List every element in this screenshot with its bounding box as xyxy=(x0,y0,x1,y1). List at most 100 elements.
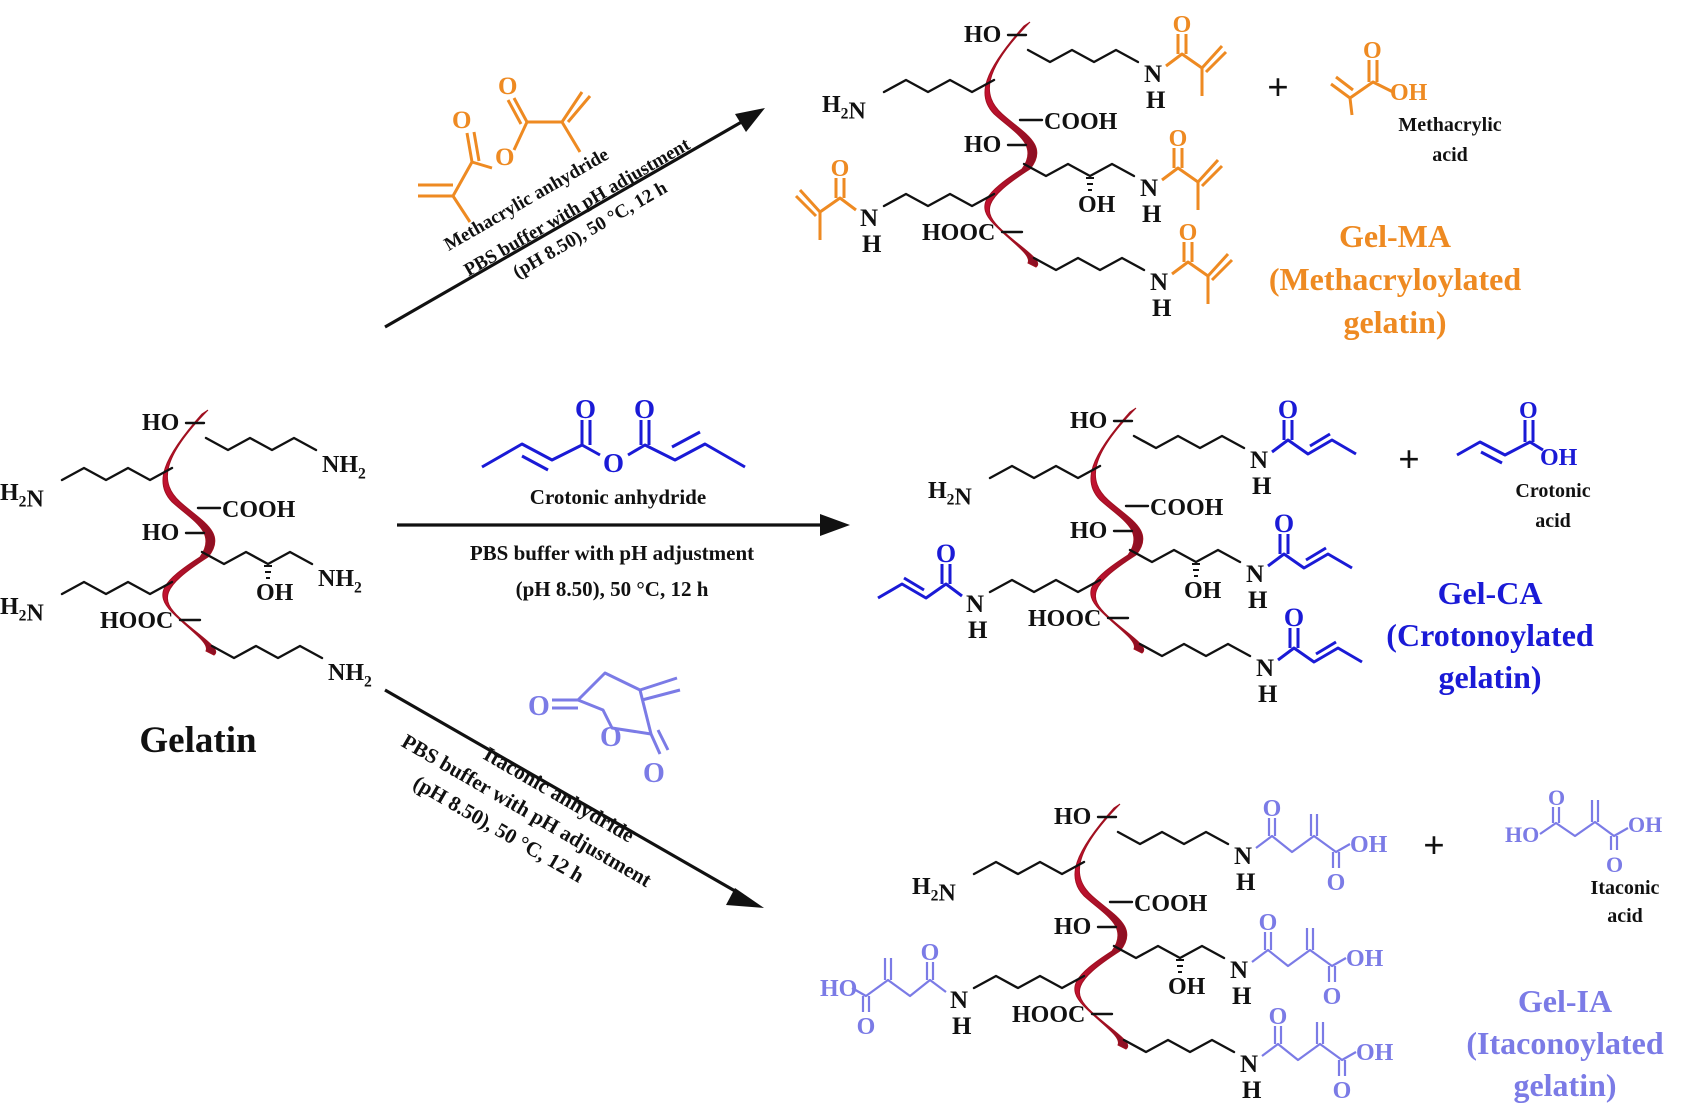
helix-ribbon xyxy=(1090,407,1145,654)
amine-label: H2N xyxy=(928,478,972,511)
svg-text:OH: OH xyxy=(1540,445,1578,471)
itaconic-anhydride-structure: O O O xyxy=(528,671,681,789)
conditions-line1-itaconic: PBS buffer with pH adjustment xyxy=(398,729,656,892)
reagent-label-crotonic: Crotonic anhydride xyxy=(530,485,706,509)
alkyl-chain xyxy=(210,644,324,660)
svg-text:HO: HO xyxy=(1505,822,1539,847)
alkyl-chain xyxy=(200,550,314,566)
carbonyl-bond xyxy=(925,962,935,980)
methacrylic-acid-structure: O OH xyxy=(1330,38,1428,116)
alkyl-chain xyxy=(882,192,996,208)
alkyl-chain xyxy=(972,860,1086,876)
carbonyl-o: O xyxy=(1274,509,1294,538)
reaction-arrow-methacrylic xyxy=(384,108,765,329)
hydroxyl-label: OH xyxy=(256,580,294,606)
hydroxyl-label: HO xyxy=(1070,518,1107,544)
alkyl-chain xyxy=(882,78,996,94)
itaconoyl-group xyxy=(1251,948,1347,968)
hydroxyl-label: OH xyxy=(1078,192,1116,218)
alkyl-chain xyxy=(1138,642,1252,658)
amide-h: H xyxy=(1232,983,1252,1010)
carbonyl-o: O xyxy=(831,156,850,182)
amide-h: H xyxy=(1258,681,1278,708)
methylene-bond xyxy=(1309,814,1319,836)
amide-n: N xyxy=(966,591,984,618)
carbonyl-bond xyxy=(1327,966,1337,982)
alkyl-chain xyxy=(1032,256,1146,272)
alkyl-chain xyxy=(1116,830,1230,846)
amide-n: N xyxy=(1246,561,1264,588)
crotonoyl-group xyxy=(1267,552,1353,570)
amide-h: H xyxy=(952,1013,972,1040)
byproduct-label-methacrylic-2: acid xyxy=(1432,144,1468,166)
amide-h: H xyxy=(1152,295,1172,322)
product-desc-gel-ia-2: gelatin) xyxy=(1513,1067,1616,1103)
svg-text:O: O xyxy=(495,144,514,171)
crotonoyl-group xyxy=(877,582,963,600)
svg-text:O: O xyxy=(1363,38,1382,64)
byproduct-label-itaconic-1: Itaconic xyxy=(1591,877,1660,899)
product-name-gel-ia: Gel-IA xyxy=(1518,983,1612,1019)
carbonyl-o: O xyxy=(921,940,940,966)
carbonyl-bond xyxy=(834,178,846,198)
double-bond xyxy=(1309,432,1331,448)
amide-h: H xyxy=(1142,201,1162,228)
carboxyl-label: HOOC xyxy=(100,608,173,634)
hydroxyl-label: HO xyxy=(1054,914,1091,940)
amide-h: H xyxy=(1252,473,1272,500)
carbonyl-bond xyxy=(1282,420,1294,440)
itaconoyl-group xyxy=(1261,1042,1357,1062)
svg-text:O: O xyxy=(643,758,665,789)
amide-n: N xyxy=(1150,269,1168,296)
byproduct-label-methacrylic-1: Methacrylic xyxy=(1398,114,1501,136)
alkyl-chain xyxy=(60,466,174,482)
methylene-bond xyxy=(883,958,893,980)
alkyl-chain xyxy=(1132,434,1246,450)
hydroxyl-label: OH xyxy=(1184,578,1222,604)
crotonic-acid-structure: O OH xyxy=(1456,398,1578,471)
reaction-arrow-itaconic xyxy=(384,688,764,908)
alkyl-chain xyxy=(1026,48,1140,64)
svg-text:O: O xyxy=(1548,785,1565,810)
amide-h: H xyxy=(1242,1077,1262,1104)
svg-text:O: O xyxy=(600,722,622,753)
svg-text:O: O xyxy=(528,691,550,722)
carboxyl-label: COOH xyxy=(1150,495,1224,521)
alkyl-chain xyxy=(60,580,174,596)
amide-n: N xyxy=(1234,843,1252,870)
alkyl-chain xyxy=(1128,548,1242,564)
hydroxyl-label: HO xyxy=(964,132,1001,158)
amine-label: NH2 xyxy=(322,452,366,483)
amide-n: N xyxy=(1256,655,1274,682)
helix-ribbon xyxy=(984,21,1039,268)
crotonoyl-group xyxy=(1277,646,1363,664)
carbonyl-o: O xyxy=(936,539,956,568)
carbonyl-bond xyxy=(861,996,871,1012)
hydroxyl: OH xyxy=(1346,946,1384,972)
crotonoyl-group xyxy=(1271,438,1357,456)
carbonyl-o: O xyxy=(1259,910,1278,936)
alkyl-chain xyxy=(988,464,1102,480)
helix-ribbon xyxy=(162,409,217,656)
svg-text:O: O xyxy=(634,394,655,424)
carbonyl-o: O xyxy=(1269,1004,1288,1030)
amine-label: H2N xyxy=(0,594,44,627)
product-desc-gel-ca-2: gelatin) xyxy=(1438,659,1541,695)
carbonyl-bond xyxy=(1182,242,1194,262)
product-name-gel-ma: Gel-MA xyxy=(1339,218,1451,254)
amide-h: H xyxy=(862,231,882,258)
amine-label: NH2 xyxy=(318,566,362,597)
byproduct-label-crotonic-1: Crotonic xyxy=(1515,480,1590,502)
helix-ribbon xyxy=(1074,803,1129,1050)
svg-text:O: O xyxy=(1519,398,1538,424)
hydroxyl-label: HO xyxy=(964,22,1001,48)
byproduct-label-itaconic-2: acid xyxy=(1607,905,1643,927)
double-bond xyxy=(1315,640,1337,656)
amide-n: N xyxy=(950,987,968,1014)
carbonyl-bond xyxy=(1278,534,1290,554)
hydroxyl-label: OH xyxy=(1168,974,1206,1000)
carbonyl-bond xyxy=(1337,1060,1347,1076)
amide-n: N xyxy=(1250,447,1268,474)
methacryloyl-group xyxy=(1161,158,1224,210)
